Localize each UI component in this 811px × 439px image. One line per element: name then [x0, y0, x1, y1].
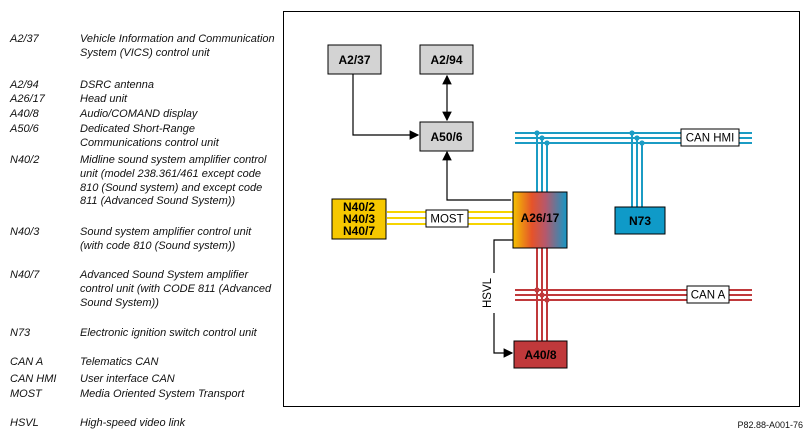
- box-label-a2-37: A2/37: [338, 53, 370, 67]
- legend-code: A2/94: [10, 79, 39, 91]
- legend-code: N40/3: [10, 226, 40, 238]
- legend-code: N40/7: [10, 269, 40, 281]
- diagram-frame: [283, 11, 800, 407]
- label-can-a-text: CAN A: [691, 290, 726, 302]
- label-most-text: MOST: [430, 214, 463, 226]
- label-can-a: CAN A: [686, 285, 730, 304]
- box-label-n40-2: N40/2: [343, 200, 375, 214]
- legend-code: A40/8: [10, 108, 39, 120]
- legend-desc: Advanced Sound System amplifier control …: [80, 269, 272, 309]
- box-a2-94: A2/94: [419, 44, 474, 75]
- box-a40-8: A40/8: [513, 340, 568, 369]
- box-label-n40-7: N40/7: [343, 224, 375, 238]
- box-label-a40-8: A40/8: [524, 348, 556, 362]
- legend-desc: Sound system amplifier control unit (wit…: [80, 226, 252, 252]
- legend-code: CAN A: [10, 356, 44, 368]
- legend-desc: Media Oriented System Transport: [80, 388, 245, 400]
- box-label-n73: N73: [629, 214, 651, 228]
- legend-desc: Vehicle Information and Communication Sy…: [80, 33, 275, 59]
- legend-desc: Electronic ignition switch control unit: [80, 327, 257, 339]
- legend-desc: High-speed video link: [80, 417, 186, 429]
- box-a50-6: A50/6: [419, 121, 474, 152]
- legend-desc: Midline sound system amplifier control u…: [80, 154, 267, 208]
- legend-code: A26/17: [10, 93, 45, 105]
- box-label-a26-17: A26/17: [521, 211, 560, 225]
- label-hsvl-text: HSVL: [482, 277, 494, 308]
- label-hsvl: HSVL: [480, 273, 495, 313]
- can-a-nodes: [534, 287, 550, 303]
- legend-code: CAN HMI: [10, 373, 57, 385]
- legend-desc: User interface CAN: [80, 373, 175, 385]
- box-n73: N73: [614, 206, 666, 235]
- legend-code: HSVL: [10, 417, 39, 429]
- legend-desc: DSRC antenna: [80, 79, 154, 91]
- box-a26-17: A26/17: [512, 191, 568, 249]
- legend-code: N40/2: [10, 154, 40, 166]
- legend-desc: Head unit: [80, 93, 128, 105]
- box-a2-37: A2/37: [327, 44, 382, 75]
- legend-desc: Audio/COMAND display: [80, 108, 198, 120]
- label-can-hmi-text: CAN HMI: [686, 133, 735, 145]
- figure-reference: P82.88-A001-76: [737, 420, 803, 430]
- legend-desc: Dedicated Short-Range Communications con…: [80, 123, 219, 149]
- box-label-a2-94: A2/94: [430, 53, 462, 67]
- legend-code: MOST: [10, 388, 42, 400]
- legend-code: A2/37: [10, 33, 39, 45]
- legend-code: N73: [10, 327, 31, 339]
- box-label-n40-3: N40/3: [343, 212, 375, 226]
- box-n40-amplifiers: N40/2 N40/3 N40/7: [331, 198, 387, 240]
- can-hmi-nodes: [534, 130, 645, 146]
- label-most: MOST: [425, 209, 469, 228]
- box-label-a50-6: A50/6: [430, 130, 462, 144]
- legend-desc: Telematics CAN: [80, 356, 159, 368]
- legend-code: A50/6: [10, 123, 39, 135]
- label-can-hmi: CAN HMI: [680, 128, 740, 147]
